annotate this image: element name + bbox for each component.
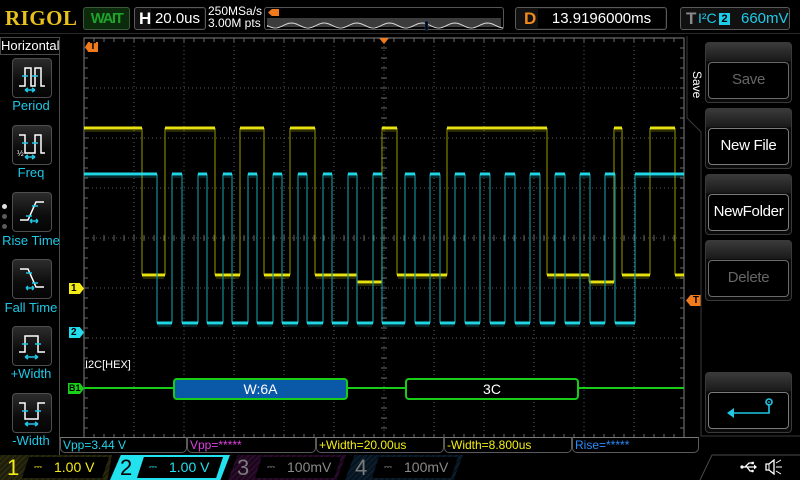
channel-3-scale: 100mV — [287, 459, 332, 475]
save-button-label: Save — [708, 62, 789, 99]
channel-4-scale: 100mV — [404, 459, 449, 475]
new-folder-button[interactable]: NewFolder — [705, 174, 792, 235]
channel-1-scale: 1.00 V — [54, 459, 95, 475]
sample-rate: 250MSa/s — [208, 4, 263, 18]
dc-coupling-icon: ⎓ — [384, 462, 392, 473]
measurement-positive-width[interactable]: +Width=20.00us — [316, 437, 444, 453]
negative-width-label: -Width — [12, 433, 50, 448]
trigger-position-icon — [268, 9, 279, 16]
delete-button-label: Delete — [708, 260, 789, 297]
delete-button[interactable]: Delete — [705, 240, 792, 301]
status-area-frame — [699, 454, 800, 480]
right-menu-frame — [686, 36, 800, 437]
save-button[interactable]: Save — [705, 42, 792, 103]
trigger-level-marker[interactable]: T — [686, 295, 701, 306]
new-file-button-label: New File — [708, 128, 789, 165]
channel-1-offset-marker[interactable]: 1 — [69, 283, 84, 294]
timebase-value: 20.0us — [151, 9, 204, 28]
memory-position-bar[interactable] — [264, 7, 504, 31]
dc-coupling-icon: ⎓ — [34, 462, 42, 473]
return-button-face — [708, 392, 789, 429]
trigger-source-badge: 2 — [719, 13, 730, 25]
dc-coupling-icon: ⎓ — [149, 462, 157, 473]
left-menu-panel — [0, 37, 60, 455]
new-file-button[interactable]: New File — [705, 108, 792, 169]
left-menu-title: Horizontal — [0, 37, 60, 55]
brand-logo: RIGOL — [5, 6, 78, 30]
channel-1-scale-field[interactable]: ⎓ 1.00 V — [22, 457, 109, 478]
channel-3-number: 3 — [237, 455, 250, 480]
page-dot-2[interactable] — [2, 214, 7, 219]
fall-time-button[interactable] — [12, 259, 52, 299]
channel-1-number: 1 — [7, 455, 20, 480]
channel-2-scale-field[interactable]: ⎓ 1.00 V — [137, 457, 223, 478]
bus-1-marker[interactable]: B1 — [68, 383, 84, 394]
usb-icon — [740, 461, 757, 473]
decode-packet-address[interactable]: W:6A — [173, 378, 348, 400]
decoder-label: I2C[HEX] — [85, 359, 131, 371]
acquisition-info: 250MSa/s 3.00M pts — [208, 5, 262, 29]
positive-width-label: +Width — [10, 366, 52, 381]
positive-width-icon — [19, 335, 45, 360]
decode-packet-data[interactable]: 3C — [405, 378, 579, 400]
negative-width-button[interactable] — [12, 393, 52, 433]
measurement-vpp-invalid[interactable]: Vpp=***** — [187, 437, 316, 453]
period-icon — [19, 67, 45, 93]
return-button[interactable] — [705, 372, 792, 433]
right-menu-title: Save — [690, 71, 704, 99]
rise-time-icon — [20, 201, 44, 224]
fall-time-label: Fall Time — [4, 300, 58, 315]
channel-4-number: 4 — [355, 455, 368, 480]
positive-width-button[interactable] — [12, 326, 52, 366]
run-status-badge[interactable]: WAIT — [83, 7, 130, 30]
memory-depth: 3.00M pts — [208, 16, 261, 30]
return-arrow-icon — [726, 398, 773, 418]
header-divider — [0, 33, 800, 34]
page-dot-3[interactable] — [2, 224, 7, 229]
trigger-display[interactable]: T I²C 2 660mV — [680, 7, 790, 30]
trigger-level: 660mV — [741, 10, 789, 27]
fall-time-icon — [20, 268, 44, 291]
rise-time-label: Rise Time — [2, 233, 60, 248]
memory-waveform-icon — [266, 20, 504, 31]
delay-value: 13.9196000ms — [538, 9, 665, 28]
channel-2-scale: 1.00 V — [169, 459, 210, 475]
horizontal-trigger-position-marker[interactable] — [379, 38, 389, 44]
delay-display[interactable]: D 13.9196000ms — [515, 7, 667, 30]
memory-overview — [266, 18, 504, 31]
measurement-negative-width[interactable]: -Width=8.800us — [444, 437, 572, 453]
timebase-label: H — [139, 9, 152, 28]
channel-3-scale-field[interactable]: ⎓ 100mV — [255, 457, 341, 478]
page-dot-1[interactable] — [2, 204, 7, 209]
measurement-vpp-ch1[interactable]: Vpp=3.44 V — [60, 437, 187, 453]
frequency-icon: ½ — [17, 134, 45, 160]
measurement-rise-time[interactable]: Rise=***** — [572, 437, 699, 453]
new-folder-button-label: NewFolder — [708, 194, 789, 231]
svg-text:½: ½ — [17, 149, 24, 158]
right-menu-title-tab: Save — [688, 62, 704, 100]
dc-coupling-icon: ⎓ — [267, 462, 275, 473]
trigger-type: I²C — [698, 10, 717, 26]
rise-time-button[interactable] — [12, 192, 52, 232]
period-button[interactable] — [12, 58, 52, 98]
trigger-position-marker[interactable]: T — [85, 42, 98, 52]
channel-4-scale-field[interactable]: ⎓ 100mV — [372, 457, 458, 478]
delay-label: D — [524, 9, 537, 28]
period-label: Period — [12, 98, 50, 113]
frequency-button[interactable]: ½ — [12, 125, 52, 165]
channel-2-offset-marker[interactable]: 2 — [69, 327, 84, 338]
negative-width-icon — [19, 402, 45, 427]
speaker-muted-icon[interactable] — [765, 459, 783, 475]
trigger-label: T — [686, 9, 697, 28]
frequency-label: Freq — [17, 165, 45, 180]
timebase-display[interactable]: H 20.0us — [134, 7, 206, 30]
channel-2-number: 2 — [120, 455, 133, 480]
